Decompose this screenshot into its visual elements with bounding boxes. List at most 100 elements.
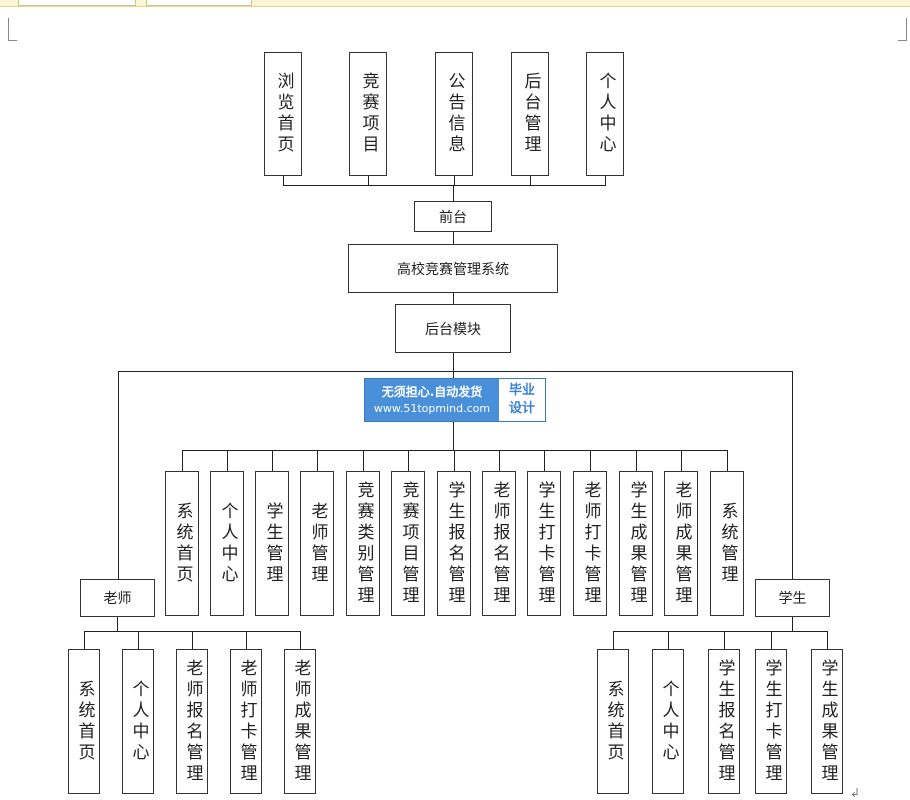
connector-line [681,450,682,472]
admin-module-node-label: 老师管理 [307,501,328,586]
admin-module-node: 老师管理 [300,471,334,616]
connector-line [117,617,118,632]
front-node: 竞赛项目 [349,52,387,176]
connector-line [182,450,183,472]
watermark-url: www.51topmind.com [373,402,491,415]
connector-line [300,631,301,650]
admin-module-node: 老师打卡管理 [573,471,607,616]
connector-line [453,293,454,305]
connector-line [363,450,364,472]
connector-line [453,232,454,245]
student-node: 学生 [755,579,830,617]
connector-line [792,371,793,580]
connector-line [605,176,606,186]
connector-line [792,617,793,632]
page-corner-mark [898,18,907,41]
student-module-node: 个人中心 [652,649,684,794]
admin-module-node: 学生成果管理 [619,471,653,616]
connector-line [118,371,119,580]
toolbar-tab[interactable] [18,0,136,6]
admin-module-node: 老师成果管理 [664,471,698,616]
connector-line [454,176,455,186]
connector-line [544,450,545,472]
front-node-root: 前台 [414,201,492,232]
front-node-label: 竞赛项目 [358,72,379,156]
student-module-node: 学生成果管理 [811,649,843,794]
connector-line [530,176,531,186]
teacher-module-node-label: 老师打卡管理 [236,658,257,785]
watermark-banner: 无须担心.自动发货 www.51topmind.com 毕业 设计 [364,378,546,422]
connector-line [453,353,454,372]
front-node: 个人中心 [586,52,624,176]
admin-module-node: 学生管理 [255,471,289,616]
connector-line [724,631,725,650]
teacher-module-node: 老师打卡管理 [230,649,262,794]
admin-module-node: 竞赛项目管理 [391,471,425,616]
connector-line [246,631,247,650]
admin-module-node: 系统首页 [165,471,199,616]
student-node-label: 学生 [778,591,807,607]
student-module-node: 学生报名管理 [708,649,740,794]
admin-module-node-label: 老师成果管理 [671,480,692,607]
connector-line [454,450,455,472]
admin-module-node-label: 系统首页 [172,501,193,586]
student-module-node-label: 系统首页 [603,679,624,764]
admin-module-node: 个人中心 [210,471,244,616]
admin-module-node-label: 学生成果管理 [626,480,647,607]
teacher-module-node: 老师报名管理 [176,649,208,794]
connector-line [453,185,454,202]
connector-line [771,631,772,650]
teacher-module-node-label: 系统首页 [74,679,95,764]
admin-module-node-label: 学生管理 [262,501,283,586]
backend-node-label: 后台模块 [425,321,481,338]
admin-module-node-label: 老师打卡管理 [580,480,601,607]
connector-line [283,185,606,186]
student-module-node-label: 学生打卡管理 [761,658,782,785]
connector-line [499,450,500,472]
student-module-node: 系统首页 [597,649,629,794]
system-title-node: 高校竞赛管理系统 [348,244,558,293]
admin-module-node-label: 个人中心 [217,501,238,586]
connector-line [317,450,318,472]
admin-module-node: 竞赛类别管理 [346,471,380,616]
toolbar-tab[interactable] [146,0,252,6]
admin-module-node: 老师报名管理 [482,471,516,616]
admin-module-node: 学生报名管理 [437,471,471,616]
connector-line [408,450,409,472]
connector-line [613,631,828,632]
connector-line [192,631,193,650]
front-node-label: 个人中心 [595,72,616,156]
connector-line [636,450,637,472]
student-module-node-label: 个人中心 [658,679,679,764]
connector-line [368,176,369,186]
teacher-module-node-label: 老师成果管理 [290,658,311,785]
system-title-node-label: 高校竞赛管理系统 [397,261,509,278]
admin-module-node-label: 竞赛项目管理 [398,480,419,607]
watermark-badge-line1: 毕业 [508,383,535,398]
front-node: 后台管理 [511,52,549,176]
teacher-module-node: 系统首页 [68,649,100,794]
admin-module-node-label: 学生报名管理 [444,480,465,607]
watermark-slogan: 无须担心.自动发货 [381,385,483,399]
teacher-node-label: 老师 [103,591,132,607]
admin-module-node-label: 老师报名管理 [489,480,510,607]
teacher-module-node: 个人中心 [122,649,154,794]
backend-node: 后台模块 [395,304,511,353]
connector-line [227,450,228,472]
admin-module-node-label: 系统管理 [717,501,738,586]
document-toolbar-strip [0,0,910,7]
admin-module-node: 学生打卡管理 [527,471,561,616]
front-node-label: 浏览首页 [273,72,294,156]
admin-module-node: 系统管理 [710,471,744,616]
connector-line [272,450,273,472]
watermark-left: 无须担心.自动发货 www.51topmind.com [365,379,499,421]
connector-line [182,450,728,451]
connector-line [613,631,614,650]
connector-line [727,450,728,472]
connector-line [118,371,793,372]
paragraph-mark: ↲ [850,786,861,800]
watermark-badge: 毕业 设计 [499,379,545,421]
front-node: 公告信息 [435,52,473,176]
teacher-node: 老师 [80,579,155,617]
